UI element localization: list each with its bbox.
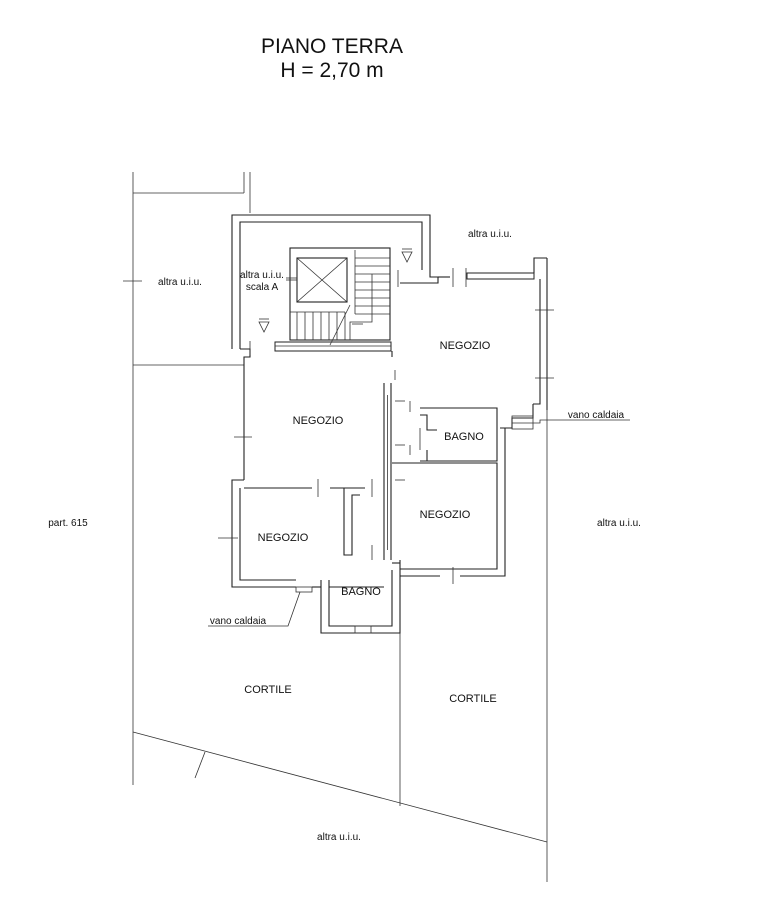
room-label-bagno: BAGNO <box>444 431 484 443</box>
building-walls <box>231 257 548 634</box>
label-altra-uiu: altra u.i.u. <box>158 277 202 288</box>
label-vano-caldaia: vano caldaia <box>210 616 267 627</box>
label-altra-uiu: altra u.i.u. <box>240 270 284 281</box>
room-label-bagno: BAGNO <box>341 586 381 598</box>
room-label-negozio: NEGOZIO <box>420 509 471 521</box>
room-label-cortile: CORTILE <box>244 684 291 696</box>
label-vano-caldaia: vano caldaia <box>568 410 625 421</box>
label-altra-uiu: altra u.i.u. <box>317 832 361 843</box>
plan-title: PIANO TERRA <box>261 35 403 58</box>
door-markers <box>218 268 554 584</box>
plan-height: H = 2,70 m <box>280 59 383 82</box>
label-particella: part. 615 <box>48 518 88 529</box>
level-marker-icon <box>258 321 270 333</box>
room-label-negozio: NEGOZIO <box>258 532 309 544</box>
label-altra-uiu: altra u.i.u. <box>597 518 641 529</box>
leader-lines <box>208 277 630 627</box>
stair-treads <box>286 250 390 346</box>
room-label-negozio: NEGOZIO <box>440 340 491 352</box>
label-altra-uiu: altra u.i.u. <box>468 229 512 240</box>
stairwell <box>231 214 439 352</box>
label-scala: scala A <box>246 282 279 293</box>
room-label-negozio: NEGOZIO <box>293 415 344 427</box>
room-label-cortile: CORTILE <box>449 693 496 705</box>
level-marker-icon <box>401 251 413 263</box>
